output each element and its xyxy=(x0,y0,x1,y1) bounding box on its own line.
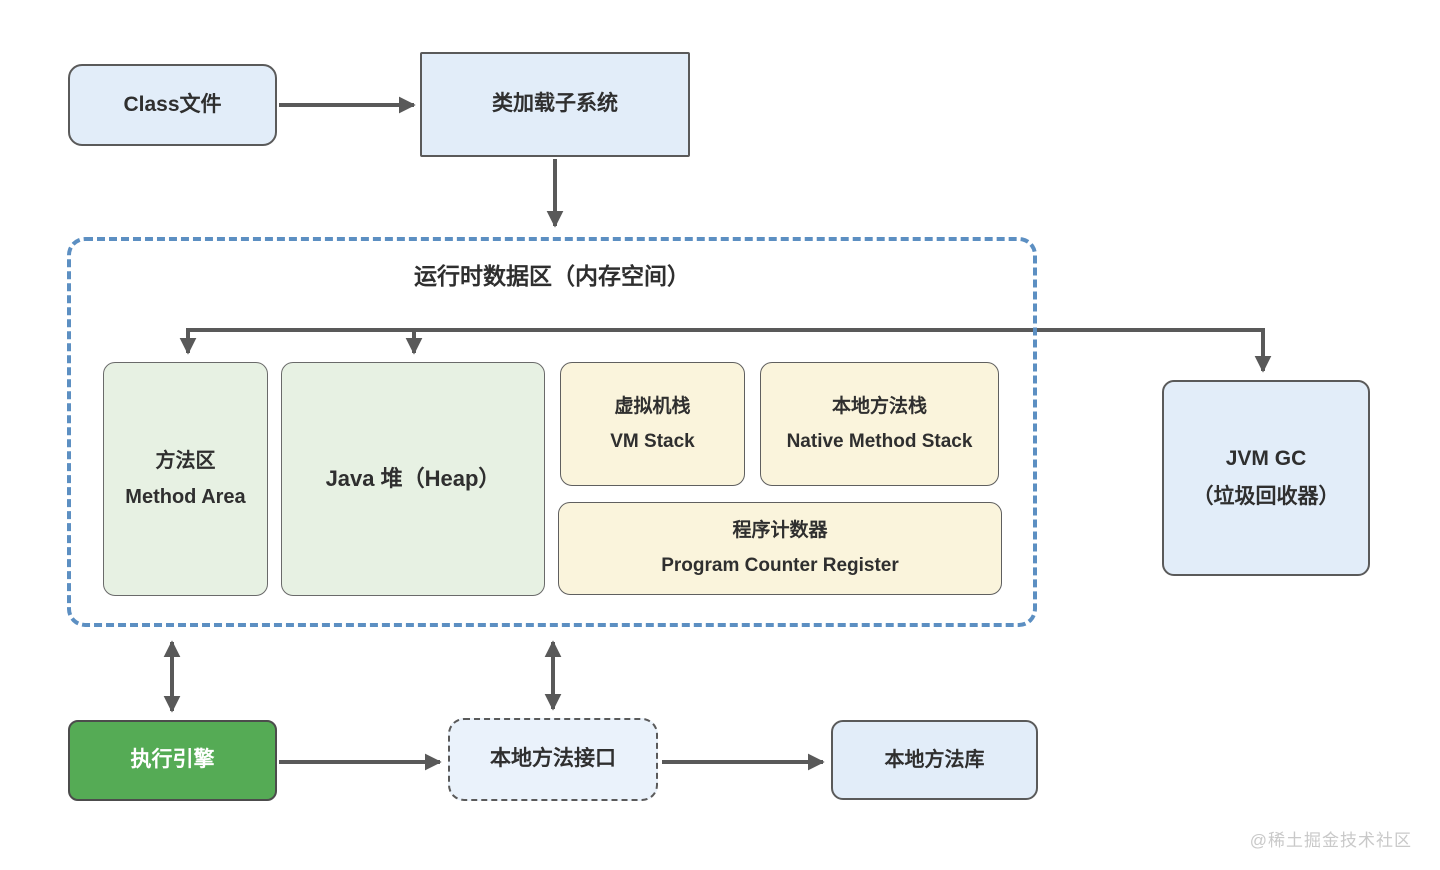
node-native-method-stack: 本地方法栈 Native Method Stack xyxy=(760,362,999,486)
node-execution-engine-label: 执行引擎 xyxy=(130,748,215,772)
node-java-heap-label: Java 堆（Heap） xyxy=(325,466,501,492)
node-class-file-label: Class文件 xyxy=(123,92,222,116)
node-jvm-gc-label-en: JVM GC xyxy=(1225,447,1307,471)
node-class-loader-subsystem: 类加载子系统 xyxy=(420,52,690,157)
runtime-data-area-title: 运行时数据区（内存空间） xyxy=(414,263,690,289)
node-program-counter-label-en: Program Counter Register xyxy=(661,555,899,576)
node-class-loader-label: 类加载子系统 xyxy=(492,92,618,116)
node-jvm-gc: JVM GC （垃圾回收器） xyxy=(1162,380,1370,576)
runtime-data-area-container: 运行时数据区（内存空间） xyxy=(67,237,1037,627)
node-class-file: Class文件 xyxy=(68,64,277,146)
node-program-counter-label-cn: 程序计数器 xyxy=(732,520,828,542)
node-vm-stack: 虚拟机栈 VM Stack xyxy=(560,362,745,486)
node-native-method-library-label: 本地方法库 xyxy=(884,748,985,771)
node-method-area: 方法区 Method Area xyxy=(103,362,268,596)
node-java-heap: Java 堆（Heap） xyxy=(281,362,545,596)
node-method-area-label-cn: 方法区 xyxy=(155,449,216,472)
node-native-method-interface-label: 本地方法接口 xyxy=(490,747,616,771)
node-native-method-interface: 本地方法接口 xyxy=(448,718,658,801)
node-native-method-library: 本地方法库 xyxy=(831,720,1038,800)
node-native-method-stack-label-cn: 本地方法栈 xyxy=(831,395,927,417)
node-method-area-label-en: Method Area xyxy=(125,485,246,508)
node-native-method-stack-label-en: Native Method Stack xyxy=(786,430,973,452)
node-vm-stack-label-cn: 虚拟机栈 xyxy=(614,395,691,417)
node-jvm-gc-label-cn: （垃圾回收器） xyxy=(1192,484,1340,508)
node-execution-engine: 执行引擎 xyxy=(68,720,277,801)
node-program-counter-register: 程序计数器 Program Counter Register xyxy=(558,502,1002,595)
watermark-juejin: @稀土掘金技术社区 xyxy=(1249,831,1412,850)
node-vm-stack-label-en: VM Stack xyxy=(610,430,695,452)
